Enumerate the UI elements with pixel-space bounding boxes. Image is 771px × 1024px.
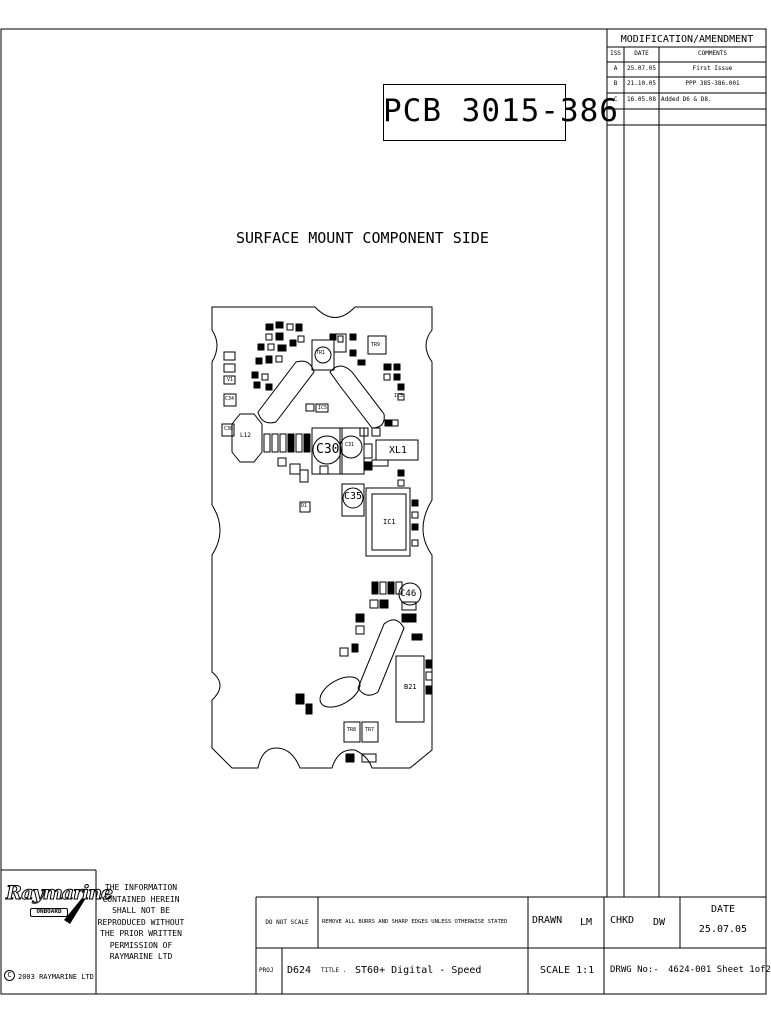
- scale-text: SCALE 1:1: [540, 965, 595, 976]
- part-diagonal-b: [329, 365, 385, 429]
- mod-row-comment: First Issue: [692, 65, 733, 72]
- chkd-value: DW: [653, 917, 666, 928]
- logo-brand: Raymarine: [5, 882, 113, 904]
- notice-line: PERMISSION OF: [109, 940, 173, 950]
- confidentiality-notice: THE INFORMATION CONTAINED HEREIN SHALL N…: [96, 884, 186, 965]
- smd-row-center: [263, 403, 405, 513]
- pcb-number-box: [383, 84, 566, 141]
- date-value: 25.07.05: [698, 924, 748, 935]
- mod-row-date: 21.10.05: [627, 80, 656, 87]
- dwg-label: DRWG No:-: [610, 965, 659, 975]
- drawn-value: LM: [580, 917, 593, 928]
- label-c31: C31: [345, 442, 355, 448]
- date-label: DATE: [710, 904, 736, 915]
- part-diagonal-a: [257, 360, 315, 424]
- board-outline: [211, 306, 433, 769]
- remove-burrs-note: REMOVE ALL BURRS AND SHARP EDGES UNLESS …: [322, 919, 508, 925]
- label-b21: B21: [404, 683, 417, 691]
- notice-line: THE INFORMATION: [104, 883, 178, 892]
- view-title: SURFACE MOUNT COMPONENT SIDE: [236, 229, 489, 247]
- label-c30: C30: [316, 442, 340, 457]
- notice-line: RAYMARINE LTD: [109, 952, 173, 961]
- mod-row-date: 25.07.05: [627, 65, 656, 72]
- label-ic1: IC1: [383, 518, 396, 526]
- notice-line: THE PRIOR WRITTEN: [100, 929, 182, 938]
- notice-line: SHALL NOT BE: [112, 906, 170, 915]
- proj-value: D624: [287, 965, 312, 976]
- copyright-circle: [4, 970, 15, 981]
- label-tr7: TR7: [365, 727, 375, 733]
- copyright-text: 2003 RAYMARINE LTD: [18, 973, 94, 981]
- label-c38: C38: [224, 426, 234, 432]
- label-c34: C34: [225, 396, 235, 402]
- copyright-symbol: C: [7, 971, 12, 979]
- raymarine-logo: Raymarine ONBOARD: [4, 880, 114, 940]
- modification-heading: MODIFICATION/AMENDMENT: [620, 34, 754, 45]
- part-diagonal-c: [357, 619, 405, 696]
- title-label: TITLE .: [321, 967, 347, 974]
- drawn-label: DRAWN: [532, 915, 563, 926]
- mod-col-comments: COMMENTS: [698, 50, 727, 57]
- mod-row-comment: PPP 385-386.001: [685, 80, 740, 87]
- label-c35: C35: [344, 491, 363, 502]
- logo-sub: ONBOARD: [36, 908, 62, 915]
- label-tr8: TR8: [347, 727, 357, 733]
- label-tr9: TR9: [371, 342, 381, 348]
- label-tr1: TR1: [316, 350, 326, 356]
- logo-sub-bar: [30, 908, 68, 917]
- smd-cluster-top: [251, 321, 405, 427]
- mod-col-date: DATE: [634, 50, 649, 57]
- dwg-value: 4624-001 Sheet 1of2: [668, 965, 771, 975]
- label-c46: C46: [400, 589, 417, 599]
- mod-col-iss: ISS: [610, 50, 621, 57]
- label-ic5: IC5: [318, 405, 328, 411]
- label-d1: D1: [301, 503, 308, 509]
- proj-label: PROJ: [259, 967, 274, 974]
- mod-row-iss: B: [613, 80, 618, 87]
- mod-row-comment: Added D6 & D8.: [661, 96, 712, 103]
- label-l12: L12: [240, 432, 251, 439]
- label-v1: V1: [227, 377, 234, 383]
- label-ic3: IC3: [394, 393, 404, 399]
- notice-line: REPRODUCED WITHOUT: [97, 917, 185, 927]
- mod-row-date: 16.05.08: [627, 96, 656, 103]
- do-not-scale: DO NOT SCALE: [265, 919, 309, 926]
- label-xl1: XL1: [389, 445, 408, 456]
- notice-line: CONTAINED HEREIN: [102, 894, 180, 904]
- title-value: ST60+ Digital - Speed: [355, 965, 482, 976]
- mod-row-iss: A: [613, 65, 618, 72]
- chkd-label: CHKD: [610, 915, 635, 926]
- mod-row-iss: C: [613, 96, 618, 103]
